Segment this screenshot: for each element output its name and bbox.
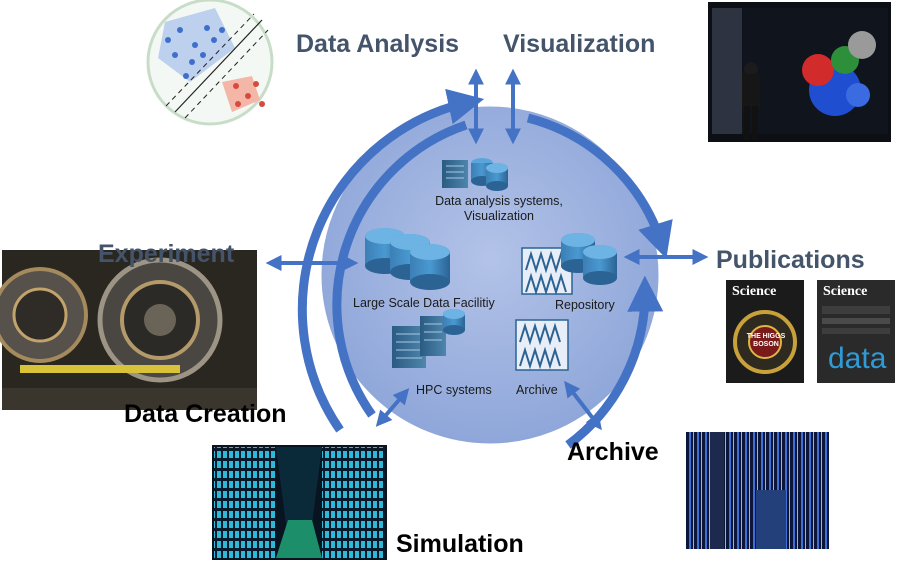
left-inner-arc [332,120,468,418]
science-data-cover [817,280,895,383]
data-analysis-systems-icon [442,158,508,191]
label-visualization: Visualization [503,30,656,58]
arrow-simulation [375,388,410,427]
archive-tape-library-photo [686,432,829,549]
label-publications: Publications [716,246,865,274]
simulation-datacenter-photo [212,445,387,560]
right-lower-arc [565,275,664,449]
label-hpc-systems: HPC systems [416,383,492,397]
label-data-analysis-systems-line2: Visualization [464,209,534,223]
label-repository: Repository [555,298,615,312]
science-higgs-masthead: Science [732,284,777,299]
label-experiment: Experiment [98,240,235,268]
label-data-analysis-systems-line1: Data analysis systems, [435,194,563,208]
science-higgs-cover [726,280,804,383]
visualization-photo [708,2,891,142]
label-data-analysis: Data Analysis [296,30,460,58]
label-archive-center: Archive [516,383,558,397]
hpc-systems-icon [392,309,465,368]
science-data-headline: data [828,342,887,375]
science-higgs-headline: THE HIGGS BOSON [746,333,786,348]
data-analysis-scatter-image [146,0,274,126]
experiment-detector-photo [0,250,257,410]
repository-icon [521,233,617,296]
science-data-masthead: Science [823,284,868,299]
right-upper-arc [526,113,673,259]
label-simulation: Simulation [396,530,524,558]
archive-tape-icon [515,319,569,371]
arrow-archive [564,380,602,431]
label-large-scale-data-facility: Large Scale Data Facilitiy [353,296,495,310]
label-data-creation: Data Creation [124,400,287,428]
large-scale-data-facility-icon [365,228,450,290]
label-data-analysis-systems: Data analysis systems, Visualization [424,194,574,224]
left-outer-arc [297,88,485,433]
label-archive: Archive [567,438,659,466]
